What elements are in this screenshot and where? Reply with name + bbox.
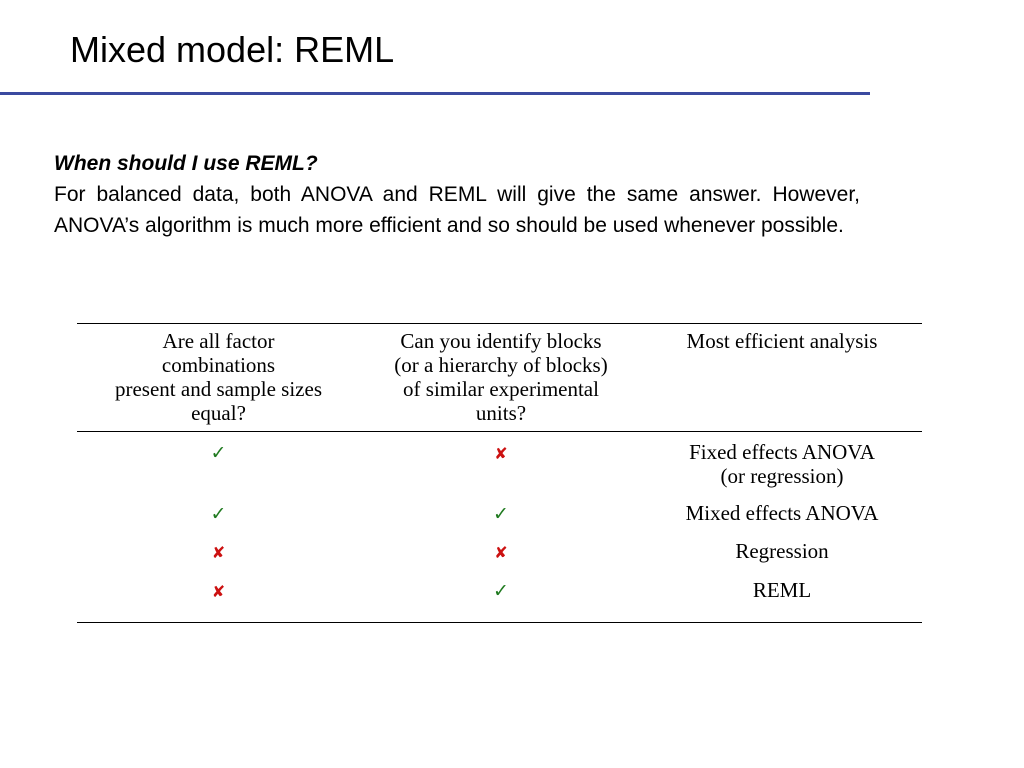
cross-icon: ✘ xyxy=(494,543,508,562)
intro-body: For balanced data, both ANOVA and REML w… xyxy=(54,183,860,237)
intro-heading: When should I use REML? xyxy=(54,152,318,175)
header-line: units? xyxy=(475,401,527,425)
cell-balanced: ✓ xyxy=(77,493,360,531)
header-line: present and sample sizes xyxy=(114,377,323,401)
cell-blocks: ✘ xyxy=(360,432,642,494)
table-row: ✓ ✘ Fixed effects ANOVA(or regression) xyxy=(77,432,922,494)
check-icon: ✓ xyxy=(210,503,227,525)
cell-blocks: ✓ xyxy=(360,493,642,531)
analysis-line: (or regression) xyxy=(720,464,844,488)
check-icon: ✓ xyxy=(493,580,509,602)
decision-table: Are all factor combinations present and … xyxy=(77,323,922,623)
header-line: equal? xyxy=(191,401,246,425)
table-body: ✓ ✘ Fixed effects ANOVA(or regression) ✓ ✓ Mi… xyxy=(77,432,922,623)
table-row: ✓ ✓ Mixed effects ANOVA xyxy=(77,493,922,531)
table-header: Are all factor combinations present and … xyxy=(77,323,922,432)
table-row: ✘ ✘ Regression xyxy=(77,531,922,570)
table-row: ✘ ✓ REML xyxy=(77,570,922,623)
header-line: Can you identify blocks xyxy=(400,329,602,353)
cell-blocks: ✓ xyxy=(360,570,642,623)
cross-icon: ✘ xyxy=(211,582,226,601)
header-line: combinations xyxy=(161,353,276,377)
cell-blocks: ✘ xyxy=(360,531,642,570)
table-header-row: Are all factor combinations present and … xyxy=(77,323,922,432)
header-line: (or a hierarchy of blocks) xyxy=(394,353,608,377)
cross-icon: ✘ xyxy=(494,444,508,463)
header-analysis: Most efficient analysis xyxy=(642,324,922,432)
title-divider xyxy=(0,92,870,95)
cell-balanced: ✘ xyxy=(77,531,360,570)
check-icon: ✓ xyxy=(210,442,227,464)
analysis-line: Fixed effects ANOVA xyxy=(689,440,875,464)
analysis-line: Mixed effects ANOVA xyxy=(685,501,879,525)
header-line: Most efficient analysis xyxy=(686,329,878,353)
header-blocks: Can you identify blocks (or a hierarchy … xyxy=(360,324,642,432)
cell-balanced: ✓ xyxy=(77,432,360,494)
analysis-line: Regression xyxy=(735,539,829,563)
cell-analysis: Fixed effects ANOVA(or regression) xyxy=(642,432,922,494)
header-balanced: Are all factor combinations present and … xyxy=(77,324,360,432)
cell-analysis: Mixed effects ANOVA xyxy=(642,493,922,531)
cross-icon: ✘ xyxy=(211,543,226,562)
cell-balanced: ✘ xyxy=(77,570,360,623)
analysis-line: REML xyxy=(752,578,812,602)
decision-table-container: Are all factor combinations present and … xyxy=(77,323,922,623)
cell-analysis: REML xyxy=(642,570,922,623)
header-line: of similar experimental xyxy=(403,377,599,401)
check-icon: ✓ xyxy=(493,503,509,525)
cell-analysis: Regression xyxy=(642,531,922,570)
header-line: Are all factor xyxy=(162,329,275,353)
intro-text: When should I use REML? For balanced dat… xyxy=(54,148,860,241)
slide-title: Mixed model: REML xyxy=(70,29,395,70)
